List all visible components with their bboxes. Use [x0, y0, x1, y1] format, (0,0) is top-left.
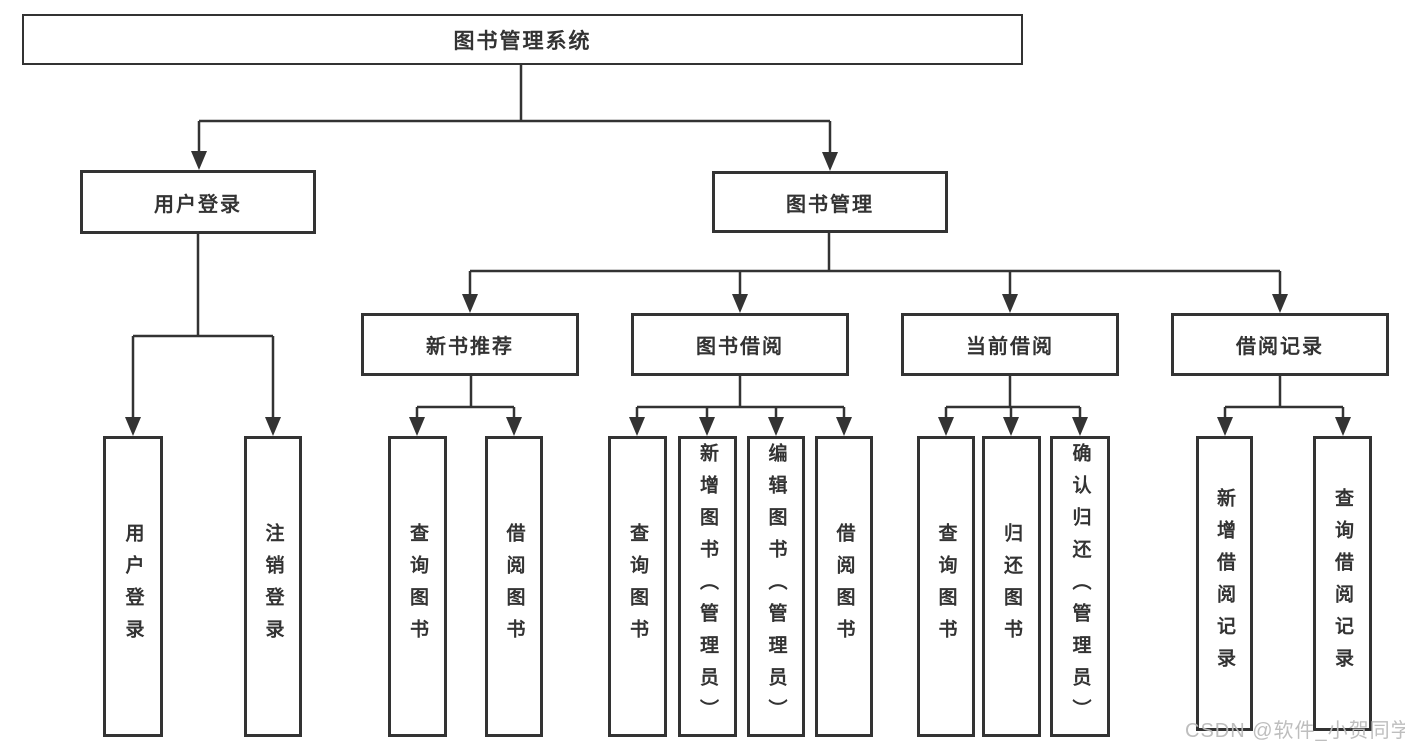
node-user-login-label: 用户登录 [154, 193, 242, 216]
leaf-query-borrow-record-label: 查询借阅记录 [1332, 487, 1353, 680]
leaf-query-books-under-book-borrow: 查询图书 [608, 436, 667, 737]
node-book-management-label: 图书管理 [786, 193, 874, 216]
leaf-edit-book-admin: 编辑图书（管理员） [747, 436, 805, 737]
leaf-query-books-label: 查询图书 [407, 522, 428, 651]
arrowhead [265, 417, 281, 436]
node-book-management: 图书管理 [712, 171, 948, 233]
csdn-watermark: CSDN @软件_小贺同学 [1185, 720, 1405, 742]
node-current-borrow-label: 当前借阅 [966, 336, 1054, 358]
arrowhead [768, 417, 784, 436]
node-library-system: 图书管理系统 [22, 14, 1023, 65]
leaf-user-login: 用户登录 [103, 436, 163, 737]
node-library-system-label: 图书管理系统 [453, 29, 592, 53]
connector-book-mgmt-split [468, 233, 1282, 296]
leaf-borrow-books-under-new-book: 借阅图书 [485, 436, 543, 737]
leaf-query-books-under-current-borrow: 查询图书 [917, 436, 975, 737]
node-borrow-records-label: 借阅记录 [1236, 336, 1324, 358]
connector-current-borrow-split [944, 376, 1082, 419]
arrowhead [1335, 417, 1351, 436]
leaf-user-login-label: 用户登录 [122, 522, 144, 651]
arrowhead [629, 417, 645, 436]
arrowhead [462, 294, 478, 313]
leaf-confirm-return-admin-label: 确认归还（管理员） [1069, 442, 1091, 731]
node-user-login: 用户登录 [80, 170, 316, 234]
leaf-add-book-admin-label: 新增图书（管理员） [697, 442, 718, 731]
arrowhead [1217, 417, 1233, 436]
leaf-logout-login: 注销登录 [244, 436, 302, 737]
arrowhead [409, 417, 425, 436]
leaf-borrow-books-label: 借阅图书 [503, 522, 525, 651]
leaf-edit-book-admin-label: 编辑图书（管理员） [765, 442, 787, 731]
node-new-book-recommend: 新书推荐 [361, 313, 579, 376]
arrowhead [822, 152, 838, 171]
arrowhead [836, 417, 852, 436]
arrowhead [125, 417, 141, 436]
connector-book-borrow-split [635, 376, 846, 419]
leaf-borrow-books-under-book-borrow: 借阅图书 [815, 436, 873, 737]
arrowhead [732, 294, 748, 313]
node-borrow-records: 借阅记录 [1171, 313, 1389, 376]
node-current-borrow: 当前借阅 [901, 313, 1119, 376]
node-book-borrow: 图书借阅 [631, 313, 849, 376]
connector-root-split [197, 65, 832, 154]
leaf-query-books-under-new-book: 查询图书 [388, 436, 447, 737]
connector-new-book-split [415, 376, 516, 419]
arrowhead [1003, 417, 1019, 436]
arrowhead [1272, 294, 1288, 313]
leaf-add-borrow-record-label: 新增借阅记录 [1214, 487, 1235, 680]
leaf-query-books-label: 查询图书 [627, 522, 648, 651]
leaf-query-books-label: 查询图书 [935, 522, 957, 651]
node-new-book-recommend-label: 新书推荐 [426, 336, 514, 358]
leaf-query-borrow-record: 查询借阅记录 [1313, 436, 1372, 731]
arrowhead [191, 151, 207, 170]
leaf-borrow-books-label: 借阅图书 [833, 522, 855, 651]
node-book-borrow-label: 图书借阅 [696, 336, 784, 358]
leaf-logout-login-label: 注销登录 [262, 522, 284, 651]
leaf-return-books-label: 归还图书 [1001, 522, 1022, 651]
arrowhead [699, 417, 715, 436]
leaf-add-borrow-record: 新增借阅记录 [1196, 436, 1253, 731]
connector-borrow-records-split [1223, 376, 1345, 419]
leaf-add-book-admin: 新增图书（管理员） [678, 436, 737, 737]
arrowhead [938, 417, 954, 436]
arrowhead [1072, 417, 1088, 436]
leaf-confirm-return-admin: 确认归还（管理员） [1050, 436, 1110, 737]
arrowhead [1002, 294, 1018, 313]
connector-user-login-split [131, 234, 275, 419]
arrowhead [506, 417, 522, 436]
leaf-return-books: 归还图书 [982, 436, 1041, 737]
